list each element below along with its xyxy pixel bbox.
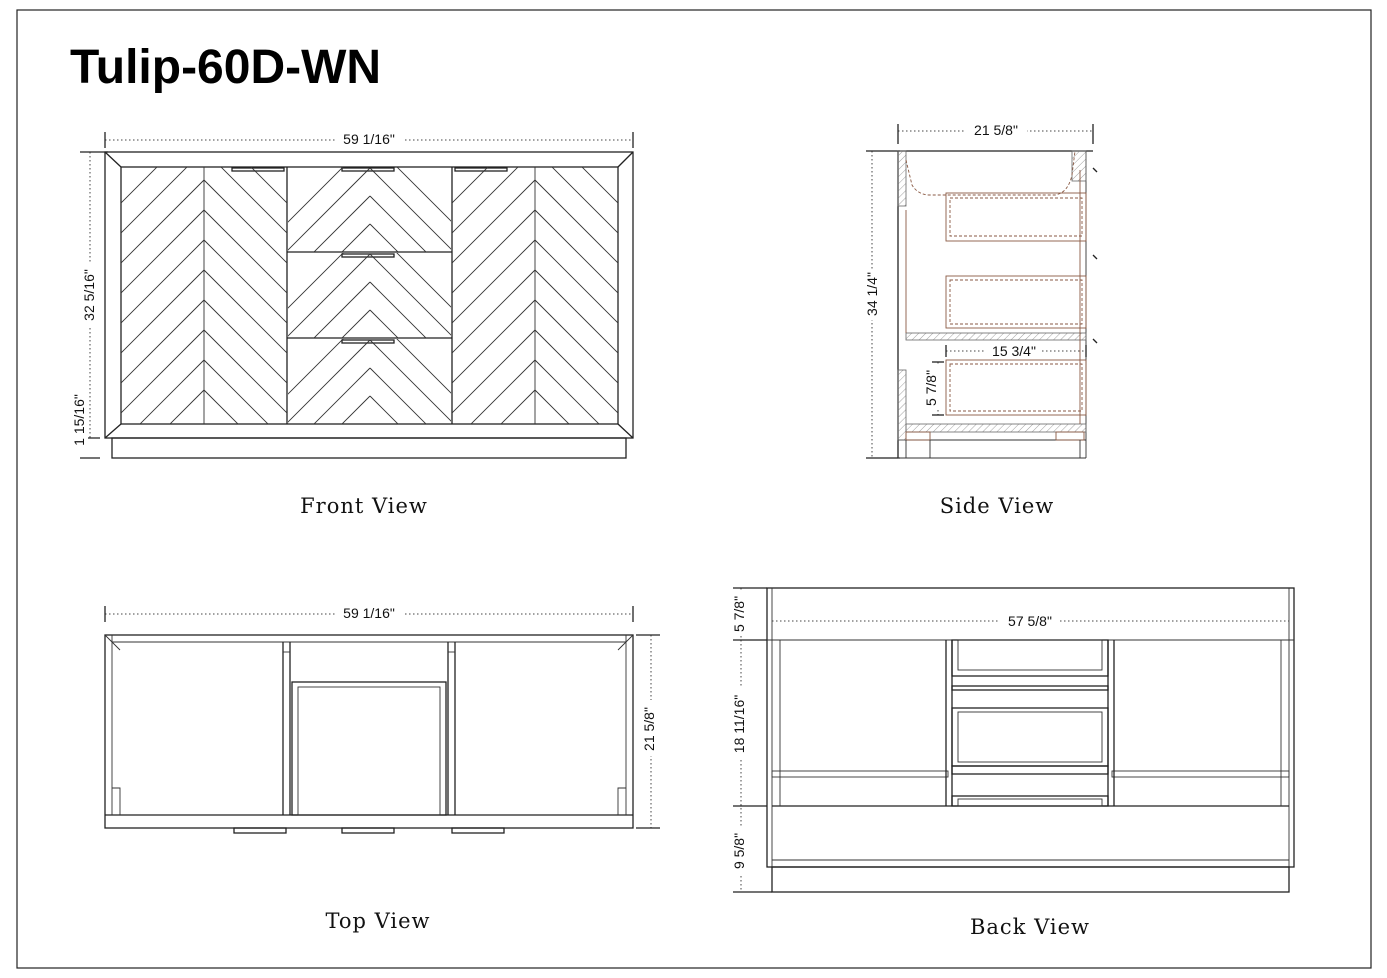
back-view-label: Back View bbox=[970, 915, 1090, 939]
side-height-dim: 34 1/4" bbox=[864, 272, 880, 316]
product-title: Tulip-60D-WN bbox=[70, 41, 381, 94]
front-view: 59 1/16" 32 5/16" 1 15/16" bbox=[70, 131, 634, 518]
front-toe-dim: 1 15/16" bbox=[71, 394, 87, 446]
front-width-dim: 59 1/16" bbox=[343, 131, 395, 147]
side-view: 21 5/8" 34 1/4" bbox=[863, 122, 1098, 518]
side-depth-dim: 21 5/8" bbox=[974, 122, 1018, 138]
back-width-dim: 57 5/8" bbox=[1008, 613, 1052, 629]
back-bottom-dim: 9 5/8" bbox=[731, 833, 747, 869]
top-view: 59 1/16" 21 5/8" Top View bbox=[104, 605, 660, 933]
top-width-dim: 59 1/16" bbox=[343, 605, 395, 621]
front-height-dim: 32 5/16" bbox=[81, 269, 97, 321]
side-view-label: Side View bbox=[940, 494, 1055, 518]
top-depth-dim: 21 5/8" bbox=[641, 707, 657, 751]
side-drawer-depth-dim: 15 3/4" bbox=[992, 343, 1036, 359]
side-drawer-height-dim: 5 7/8" bbox=[923, 370, 939, 406]
sheet-border bbox=[16, 9, 1372, 969]
back-top-gap-dim: 5 7/8" bbox=[731, 596, 747, 632]
back-view: 57 5/8" 5 7/8" 18 11/16" 9 5/8" bbox=[730, 587, 1295, 939]
front-view-label: Front View bbox=[300, 494, 428, 518]
top-view-label: Top View bbox=[325, 909, 430, 933]
back-opening-dim: 18 11/16" bbox=[731, 695, 747, 753]
